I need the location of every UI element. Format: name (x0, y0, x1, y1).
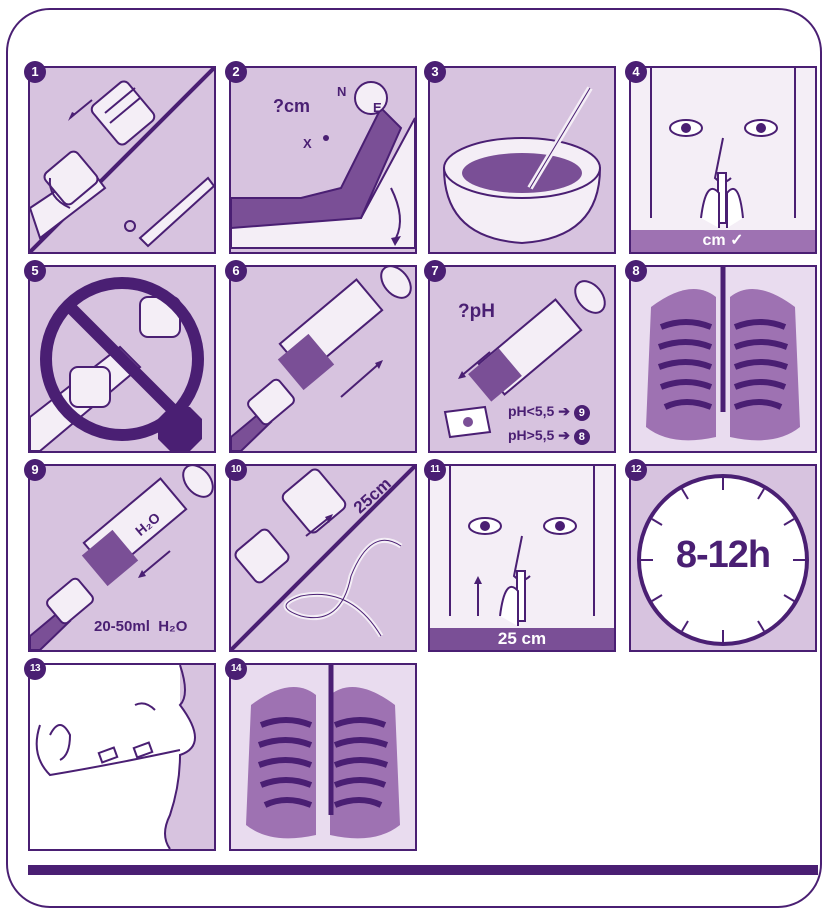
insert-length-bar: 25 cm (430, 628, 614, 650)
panel-step-6 (229, 265, 417, 453)
panel-step-13 (28, 663, 216, 851)
step-number-4: 4 (625, 61, 647, 83)
bottom-divider (28, 865, 818, 875)
panel-step-12: 8-12h (629, 464, 817, 652)
ph-high-text: pH>5,5 ➔ (508, 427, 574, 443)
panel-step-5 (28, 265, 216, 453)
step-number-8: 8 (625, 260, 647, 282)
ph-low-condition: pH<5,5 ➔ 9 (508, 403, 590, 421)
ph-high-step-ref: 8 (574, 429, 590, 445)
measure-cm-label: ?cm (273, 96, 310, 117)
panel-step-4: cm ✓ (629, 66, 817, 254)
ph-question-label: ?pH (458, 301, 495, 323)
ph-low-text: pH<5,5 ➔ (508, 403, 574, 419)
step-number-14: 14 (225, 658, 247, 680)
syringe-aspirate-illustration (231, 267, 415, 451)
nose-measure-illustration (631, 68, 815, 252)
ph-low-step-ref: 9 (574, 405, 590, 421)
panel-step-2: ?cm N E X (229, 66, 417, 254)
connector-disconnect-illustration (30, 68, 214, 252)
panel-step-8 (629, 265, 817, 453)
ear-label: E (373, 100, 382, 115)
patient-measure-illustration (231, 68, 415, 252)
step-number-1: 1 (24, 61, 46, 83)
tube-insert-illustration (430, 466, 614, 650)
step-number-5: 5 (24, 260, 46, 282)
chest-xray-illustration (631, 267, 815, 451)
water-bowl-illustration (430, 68, 614, 252)
panel-step-14 (229, 663, 417, 851)
xiphoid-label: X (303, 136, 312, 151)
panel-step-11: 25 cm (428, 464, 616, 652)
length-confirm-bar: cm ✓ (631, 230, 815, 252)
step-number-7: 7 (424, 260, 446, 282)
step-number-11: 11 (424, 459, 446, 481)
step-number-10: 10 (225, 459, 247, 481)
ph-test-illustration (430, 267, 614, 451)
ph-high-condition: pH>5,5 ➔ 8 (508, 427, 590, 445)
panel-step-9: H₂O 20-50ml H₂O (28, 464, 216, 652)
nose-label: N (337, 84, 346, 99)
panel-step-10: 25cm (229, 464, 417, 652)
panel-step-1 (28, 66, 216, 254)
step-number-2: 2 (225, 61, 247, 83)
step-number-3: 3 (424, 61, 446, 83)
flush-volume-label: 20-50ml H₂O (94, 618, 187, 635)
no-connect-illustration (30, 267, 214, 451)
chest-xray-confirm-illustration (231, 665, 415, 849)
panel-step-7: ?pH pH<5,5 ➔ 9 pH>5,5 ➔ 8 (428, 265, 616, 453)
step-number-6: 6 (225, 260, 247, 282)
wait-time-label: 8-12h (631, 534, 815, 577)
secured-tube-profile-illustration (30, 665, 214, 849)
step-number-13: 13 (24, 658, 46, 680)
panel-step-3 (428, 66, 616, 254)
step-number-12: 12 (625, 459, 647, 481)
step-number-9: 9 (24, 459, 46, 481)
